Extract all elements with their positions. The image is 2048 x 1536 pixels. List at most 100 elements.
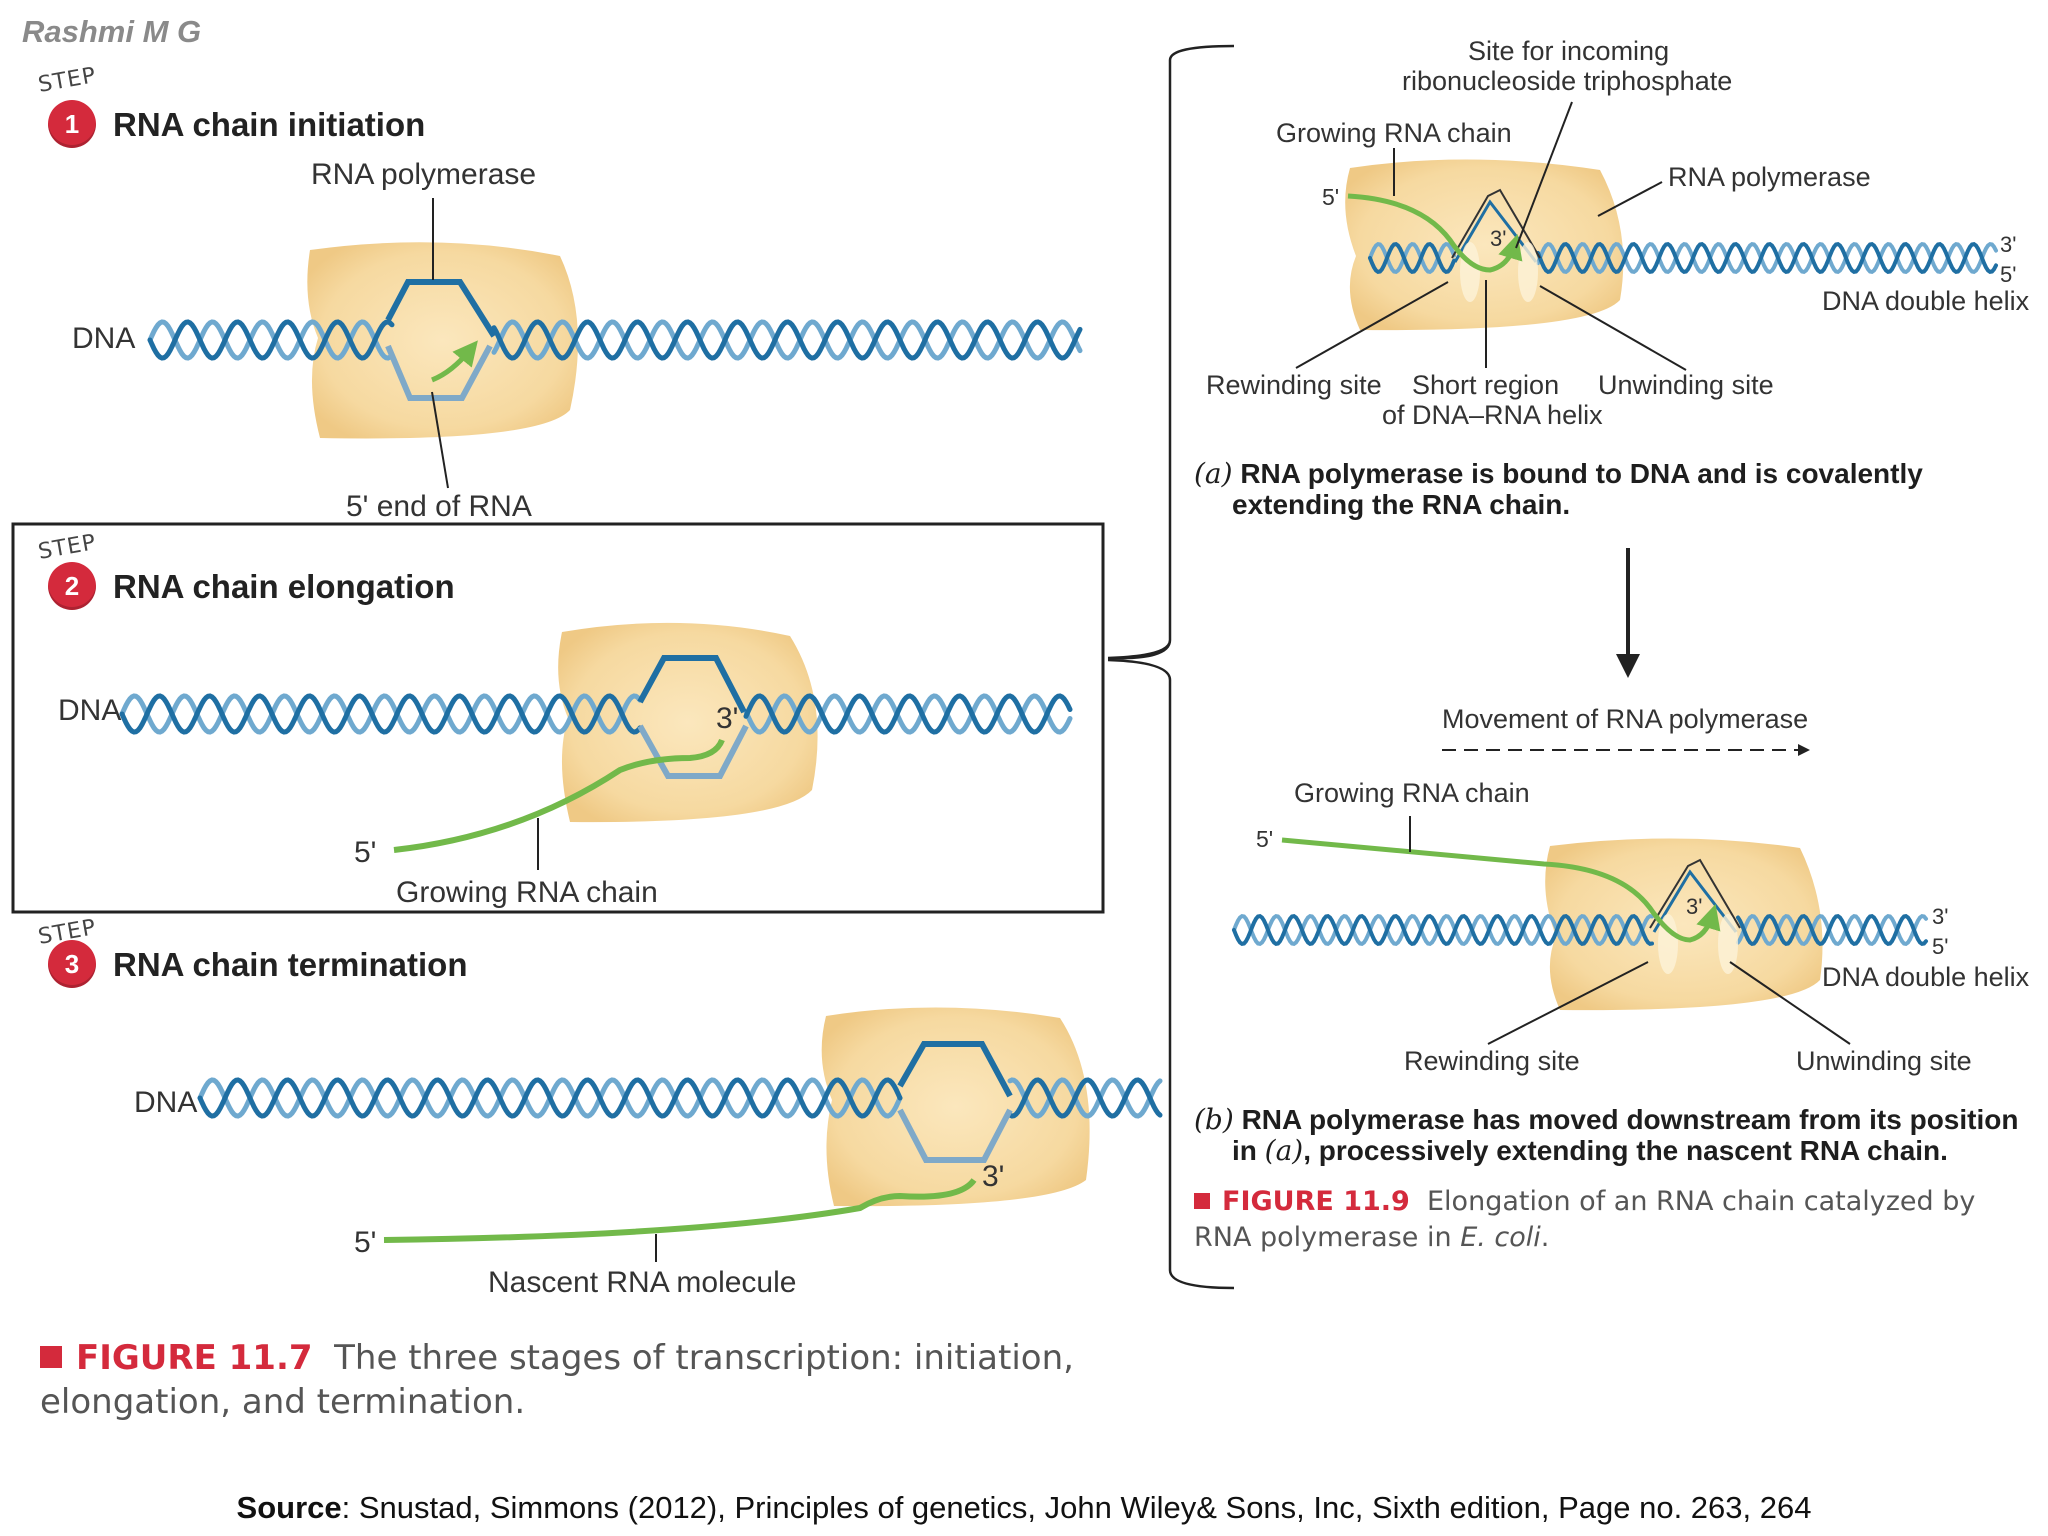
panel-b-caption: (b) RNA polymerase has moved downstream …	[1194, 1104, 2018, 1166]
panel-b-growing-label: Growing RNA chain	[1294, 778, 1530, 808]
panel-b-letter: (b)	[1194, 1103, 1234, 1136]
step2-3prime-label: 3'	[716, 702, 739, 735]
panel-a-site-label-2: ribonucleoside triphosphate	[1402, 66, 1733, 96]
step1-rna-end-leader	[431, 391, 449, 489]
step2-rna-chain	[393, 738, 725, 853]
author-name: Rashmi M G	[22, 14, 202, 49]
figure-11-9-text: Elongation of an RNA chain catalyzed by	[1427, 1186, 1976, 1217]
panel-a-short-region-label-1: Short region	[1412, 370, 1560, 400]
panel-a-caption-2: extending the RNA chain.	[1232, 489, 1571, 520]
figure-11-9-caption: FIGURE 11.9 Elongation of an RNA chain c…	[1194, 1184, 1975, 1256]
movement-label: Movement of RNA polymerase	[1442, 704, 1809, 734]
panel-b-rna-chain	[1281, 837, 1721, 943]
step1-badge: 1	[48, 100, 96, 148]
step3-rna-chain	[383, 1178, 977, 1243]
step2-badge: 2	[48, 562, 96, 610]
step1-open-bubble	[385, 279, 497, 401]
source-label: Source	[236, 1490, 342, 1525]
step3-3prime-label: 3'	[982, 1160, 1005, 1193]
panel-a-letter: (a)	[1194, 457, 1233, 490]
panel-a-polymerase-leader	[1597, 181, 1663, 217]
panel-b-dna-helix	[1232, 913, 1928, 947]
panel-a-rewinding-label: Rewinding site	[1206, 370, 1382, 400]
bracket-top	[1107, 44, 1235, 660]
panel-b-helix-label: DNA double helix	[1822, 962, 2030, 992]
panel-b-bubble	[1649, 858, 1741, 974]
panel-a-short-region-label-2: of DNA–RNA helix	[1382, 400, 1603, 430]
figure-11-7-text: The three stages of transcription: initi…	[334, 1338, 1074, 1378]
step2-dna-label: DNA	[58, 694, 122, 727]
panel-b-rewinding-leader	[1487, 961, 1649, 1045]
panel-b-5prime-label: 5'	[1256, 826, 1274, 852]
step1-dna-label: DNA	[72, 322, 136, 355]
step2-growing-label: Growing RNA chain	[396, 876, 658, 909]
panel-b-caption-1: RNA polymerase has moved downstream from…	[1241, 1104, 2019, 1135]
panel-a-site-leader	[1515, 101, 1573, 249]
dna-strand	[147, 319, 1083, 361]
step2-open-bubble	[637, 655, 749, 779]
panel-a-dna-helix	[1368, 241, 1998, 275]
panel-a-rna-chain	[1347, 193, 1523, 273]
panel-b-end-3-label: 3'	[1932, 904, 1949, 929]
step3-dna-helix	[197, 1077, 1163, 1119]
figure-11-9-text2-post: .	[1540, 1222, 1550, 1253]
panel-a-3prime-label: 3'	[1490, 226, 1507, 251]
dna-strand	[1368, 241, 1998, 275]
figure-11-9-text2-pre: RNA polymerase in	[1194, 1222, 1452, 1253]
bracket-bottom	[1107, 658, 1235, 1290]
dna-strand	[1232, 913, 1928, 947]
step1-dna-helix	[147, 319, 1083, 361]
panel-b-end-5-label: 5'	[1932, 934, 1949, 959]
step1-polymerase-label: RNA polymerase	[311, 158, 537, 191]
caption-marker	[1194, 1193, 1210, 1209]
source-citation: Source: Snustad, Simmons (2012), Princip…	[0, 1490, 2048, 1526]
panel-a-polymerase-label: RNA polymerase	[1668, 162, 1871, 192]
panel-b-3prime-label: 3'	[1686, 894, 1703, 919]
step1-title: RNA chain initiation	[113, 106, 426, 143]
figure-11-9-label: FIGURE 11.9	[1222, 1186, 1410, 1217]
panel-b-rewinding-label: Rewinding site	[1404, 1046, 1580, 1076]
panel-a-rewinding-leader	[1295, 281, 1449, 369]
panel-b-unwinding-leader	[1729, 961, 1851, 1045]
panel-a-end-5-label: 5'	[2000, 262, 2017, 287]
figure-11-7-text2: elongation, and termination.	[40, 1382, 526, 1422]
panel-a-unwinding-label: Unwinding site	[1598, 370, 1774, 400]
step2-highlight-box	[11, 522, 1105, 914]
step3-badge: 3	[48, 940, 96, 988]
dna-strand	[1232, 913, 1928, 947]
step2-5prime-label: 5'	[354, 836, 377, 869]
step2-title: RNA chain elongation	[113, 568, 455, 605]
step3-open-bubble	[897, 1041, 1013, 1163]
step1-rna-end-label: 5' end of RNA	[346, 490, 532, 523]
panel-a-5prime-label: 5'	[1322, 184, 1340, 210]
panel-a-growing-label: Growing RNA chain	[1276, 118, 1512, 148]
step3-dna-label: DNA	[134, 1086, 198, 1119]
dna-strand	[147, 319, 1083, 361]
panel-a-caption-1: RNA polymerase is bound to DNA and is co…	[1240, 458, 1923, 489]
step3-5prime-label: 5'	[354, 1226, 377, 1259]
caption-marker	[40, 1346, 62, 1368]
source-text: : Snustad, Simmons (2012), Principles of…	[341, 1490, 1812, 1525]
step3-nascent-label: Nascent RNA molecule	[488, 1266, 797, 1299]
figure-11-7-caption: FIGURE 11.7 The three stages of transcri…	[40, 1336, 1074, 1424]
step2-dna-helix	[119, 693, 1073, 735]
panel-b-caption-2-italic: (a)	[1264, 1134, 1304, 1167]
step3-polymerase-blob	[821, 1007, 1090, 1207]
panel-a-polymerase-blob	[1345, 159, 1624, 331]
dna-strand	[1368, 241, 1998, 275]
dna-strand	[197, 1077, 1163, 1119]
panel-a-end-3-label: 3'	[2000, 232, 2017, 257]
step3-title: RNA chain termination	[113, 946, 468, 983]
panel-a-caption: (a) RNA polymerase is bound to DNA and i…	[1194, 458, 1923, 520]
panel-a-site-label-1: Site for incoming	[1468, 36, 1670, 66]
panel-a-unwinding-leader	[1539, 285, 1687, 371]
panel-b-caption-2-post: , processively extending the nascent RNA…	[1303, 1135, 1948, 1166]
panel-b-unwinding-label: Unwinding site	[1796, 1046, 1972, 1076]
figure-11-9-text2-italic: E. coli	[1460, 1222, 1541, 1253]
panel-b-caption-2-pre: in	[1232, 1135, 1257, 1166]
step1-polymerase-blob	[307, 242, 578, 439]
dna-strand	[119, 693, 1073, 735]
dna-strand	[119, 693, 1073, 735]
step2-polymerase-blob	[558, 622, 818, 823]
